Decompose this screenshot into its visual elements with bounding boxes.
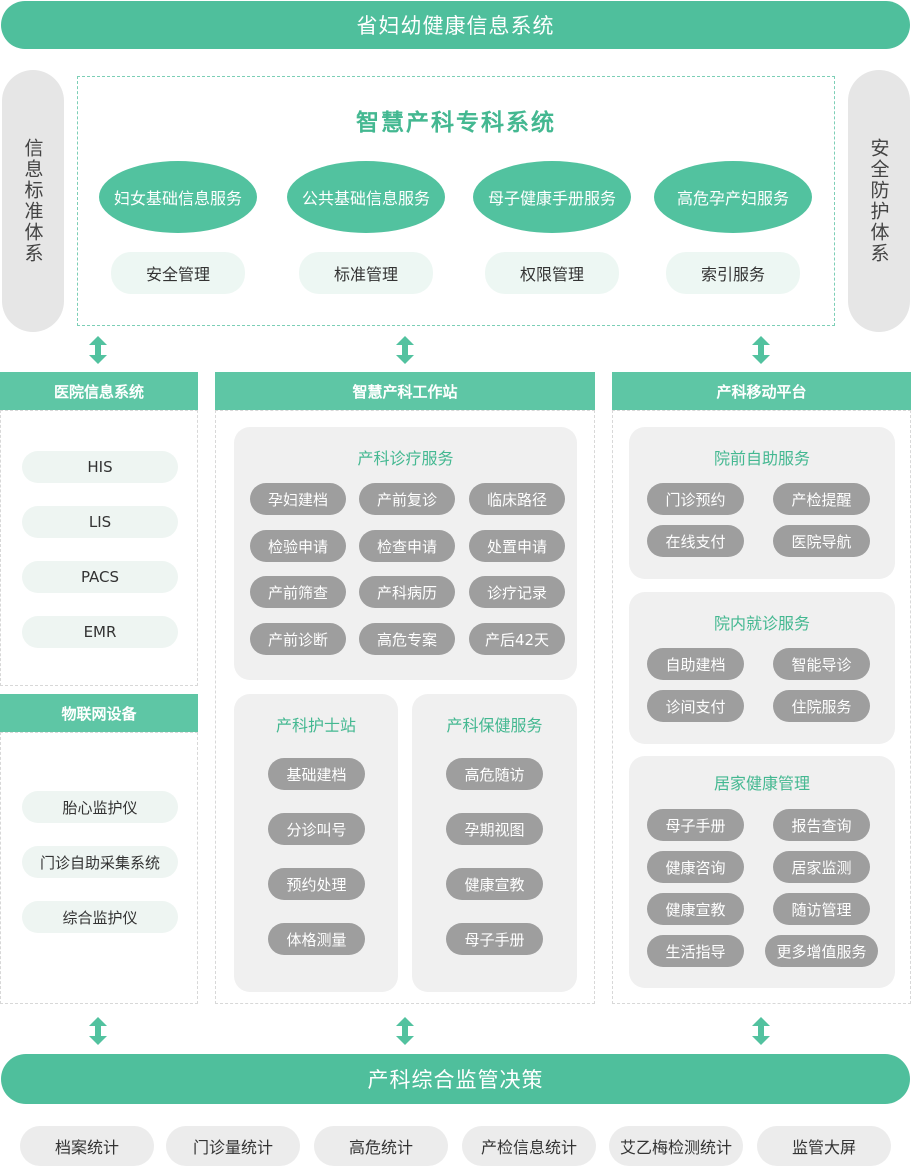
- iot-title: 物联网设备: [61, 704, 137, 723]
- left-side-label: 信息标准体系: [21, 138, 44, 264]
- core-service-4: 高危孕产妇服务: [654, 161, 812, 233]
- home-chip: 居家监测: [773, 851, 870, 883]
- stat-item: 门诊量统计: [166, 1126, 300, 1166]
- iot-header: 物联网设备: [0, 694, 198, 732]
- left-side-pill: 信息标准体系: [2, 70, 64, 332]
- nurse-chip: 体格测量: [268, 923, 365, 955]
- home-chip: 母子手册: [647, 809, 744, 841]
- core-service-3: 母子健康手册服务: [473, 161, 631, 233]
- home-chip: 健康宣教: [647, 893, 744, 925]
- core-management-3: 权限管理: [485, 252, 619, 294]
- inside-chip: 自助建档: [647, 648, 744, 680]
- top-title: 省妇幼健康信息系统: [356, 14, 555, 38]
- right-side-pill: 安全防护体系: [848, 70, 910, 332]
- bottom-title: 产科综合监管决策: [367, 1068, 544, 1092]
- diagnosis-chip: 处置申请: [469, 530, 565, 562]
- pre-box: 院前自助服务 门诊预约 产检提醒 在线支付 医院导航: [629, 427, 895, 579]
- home-title: 居家健康管理: [713, 774, 810, 793]
- diagnosis-chip: 诊疗记录: [469, 576, 565, 608]
- health-chip: 健康宣教: [446, 868, 543, 900]
- core-management-2: 标准管理: [299, 252, 433, 294]
- bottom-title-banner: 产科综合监管决策: [1, 1054, 910, 1104]
- health-chip: 孕期视图: [446, 813, 543, 845]
- hospital-title: 医院信息系统: [53, 382, 144, 401]
- stat-item: 艾乙梅检测统计: [609, 1126, 743, 1166]
- nurse-chip: 分诊叫号: [268, 813, 365, 845]
- inside-chip: 住院服务: [773, 690, 870, 722]
- home-chip: 随访管理: [773, 893, 870, 925]
- diagnosis-chip: 产科病历: [359, 576, 455, 608]
- inside-chip: 智能导诊: [773, 648, 870, 680]
- stat-item: 监管大屏: [757, 1126, 891, 1166]
- health-box: 产科保健服务 高危随访 孕期视图 健康宣教 母子手册: [412, 694, 577, 992]
- core-service-1: 妇女基础信息服务: [99, 161, 257, 233]
- pre-chip: 产检提醒: [773, 483, 870, 515]
- mobile-title: 产科移动平台: [716, 382, 807, 401]
- diagnosis-chip: 产前筛查: [250, 576, 346, 608]
- hospital-header: 医院信息系统: [0, 372, 198, 410]
- core-service-2: 公共基础信息服务: [287, 161, 445, 233]
- double-arrow-icon: [396, 336, 414, 364]
- diagnosis-title: 产科诊疗服务: [357, 449, 454, 468]
- core-management-4: 索引服务: [666, 252, 800, 294]
- diagnosis-chip: 高危专案: [359, 623, 455, 655]
- iot-item-1: 胎心监护仪: [22, 791, 178, 823]
- hospital-item-pacs: PACS: [22, 561, 178, 593]
- home-chip: 健康咨询: [647, 851, 744, 883]
- health-chip: 母子手册: [446, 923, 543, 955]
- mobile-panel: 院前自助服务 门诊预约 产检提醒 在线支付 医院导航 院内就诊服务 自助建档 智…: [612, 410, 911, 1004]
- nurse-box: 产科护士站 基础建档 分诊叫号 预约处理 体格测量: [234, 694, 398, 992]
- pre-chip: 门诊预约: [647, 483, 744, 515]
- stat-item: 档案统计: [20, 1126, 154, 1166]
- diagnosis-chip: 孕妇建档: [250, 483, 346, 515]
- diagnosis-chip: 产前复诊: [359, 483, 455, 515]
- double-arrow-icon: [752, 1017, 770, 1045]
- pre-chip: 医院导航: [773, 525, 870, 557]
- inside-box: 院内就诊服务 自助建档 智能导诊 诊间支付 住院服务: [629, 592, 895, 744]
- diagnosis-chip: 检查申请: [359, 530, 455, 562]
- workstation-panel: 产科诊疗服务 孕妇建档 产前复诊 临床路径 检验申请 检查申请 处置申请 产前筛…: [215, 410, 595, 1004]
- right-side-label: 安全防护体系: [867, 138, 890, 264]
- double-arrow-icon: [752, 336, 770, 364]
- health-chip: 高危随访: [446, 758, 543, 790]
- double-arrow-icon: [396, 1017, 414, 1045]
- home-chip: 报告查询: [773, 809, 870, 841]
- stat-item: 高危统计: [314, 1126, 448, 1166]
- core-system-panel: 智慧产科专科系统 妇女基础信息服务 公共基础信息服务 母子健康手册服务 高危孕产…: [77, 76, 835, 326]
- diagnosis-chip: 产后42天: [469, 623, 565, 655]
- top-title-banner: 省妇幼健康信息系统: [1, 1, 910, 49]
- nurse-chip: 基础建档: [268, 758, 365, 790]
- hospital-item-lis: LIS: [22, 506, 178, 538]
- nurse-title: 产科护士站: [275, 716, 356, 735]
- hospital-panel: HIS LIS PACS EMR: [0, 410, 198, 686]
- inside-chip: 诊间支付: [647, 690, 744, 722]
- pre-chip: 在线支付: [647, 525, 744, 557]
- iot-item-3: 综合监护仪: [22, 901, 178, 933]
- iot-panel: 胎心监护仪 门诊自助采集系统 综合监护仪: [0, 732, 198, 1004]
- hospital-item-his: HIS: [22, 451, 178, 483]
- inside-title: 院内就诊服务: [713, 614, 810, 633]
- workstation-header: 智慧产科工作站: [215, 372, 595, 410]
- workstation-title: 智慧产科工作站: [352, 382, 458, 401]
- pre-title: 院前自助服务: [713, 449, 810, 468]
- core-system-title: 智慧产科专科系统: [356, 110, 556, 136]
- diagnosis-chip: 临床路径: [469, 483, 565, 515]
- double-arrow-icon: [89, 336, 107, 364]
- diagnosis-chip: 检验申请: [250, 530, 346, 562]
- core-management-1: 安全管理: [111, 252, 245, 294]
- home-chip: 更多增值服务: [765, 935, 878, 967]
- stat-item: 产检信息统计: [462, 1126, 596, 1166]
- health-title: 产科保健服务: [446, 716, 543, 735]
- double-arrow-icon: [89, 1017, 107, 1045]
- iot-item-2: 门诊自助采集系统: [22, 846, 178, 878]
- nurse-chip: 预约处理: [268, 868, 365, 900]
- diagnosis-box: 产科诊疗服务 孕妇建档 产前复诊 临床路径 检验申请 检查申请 处置申请 产前筛…: [234, 427, 577, 680]
- diagnosis-chip: 产前诊断: [250, 623, 346, 655]
- mobile-header: 产科移动平台: [612, 372, 911, 410]
- hospital-item-emr: EMR: [22, 616, 178, 648]
- home-box: 居家健康管理 母子手册 报告查询 健康咨询 居家监测 健康宣教 随访管理 生活指…: [629, 756, 895, 988]
- home-chip: 生活指导: [647, 935, 744, 967]
